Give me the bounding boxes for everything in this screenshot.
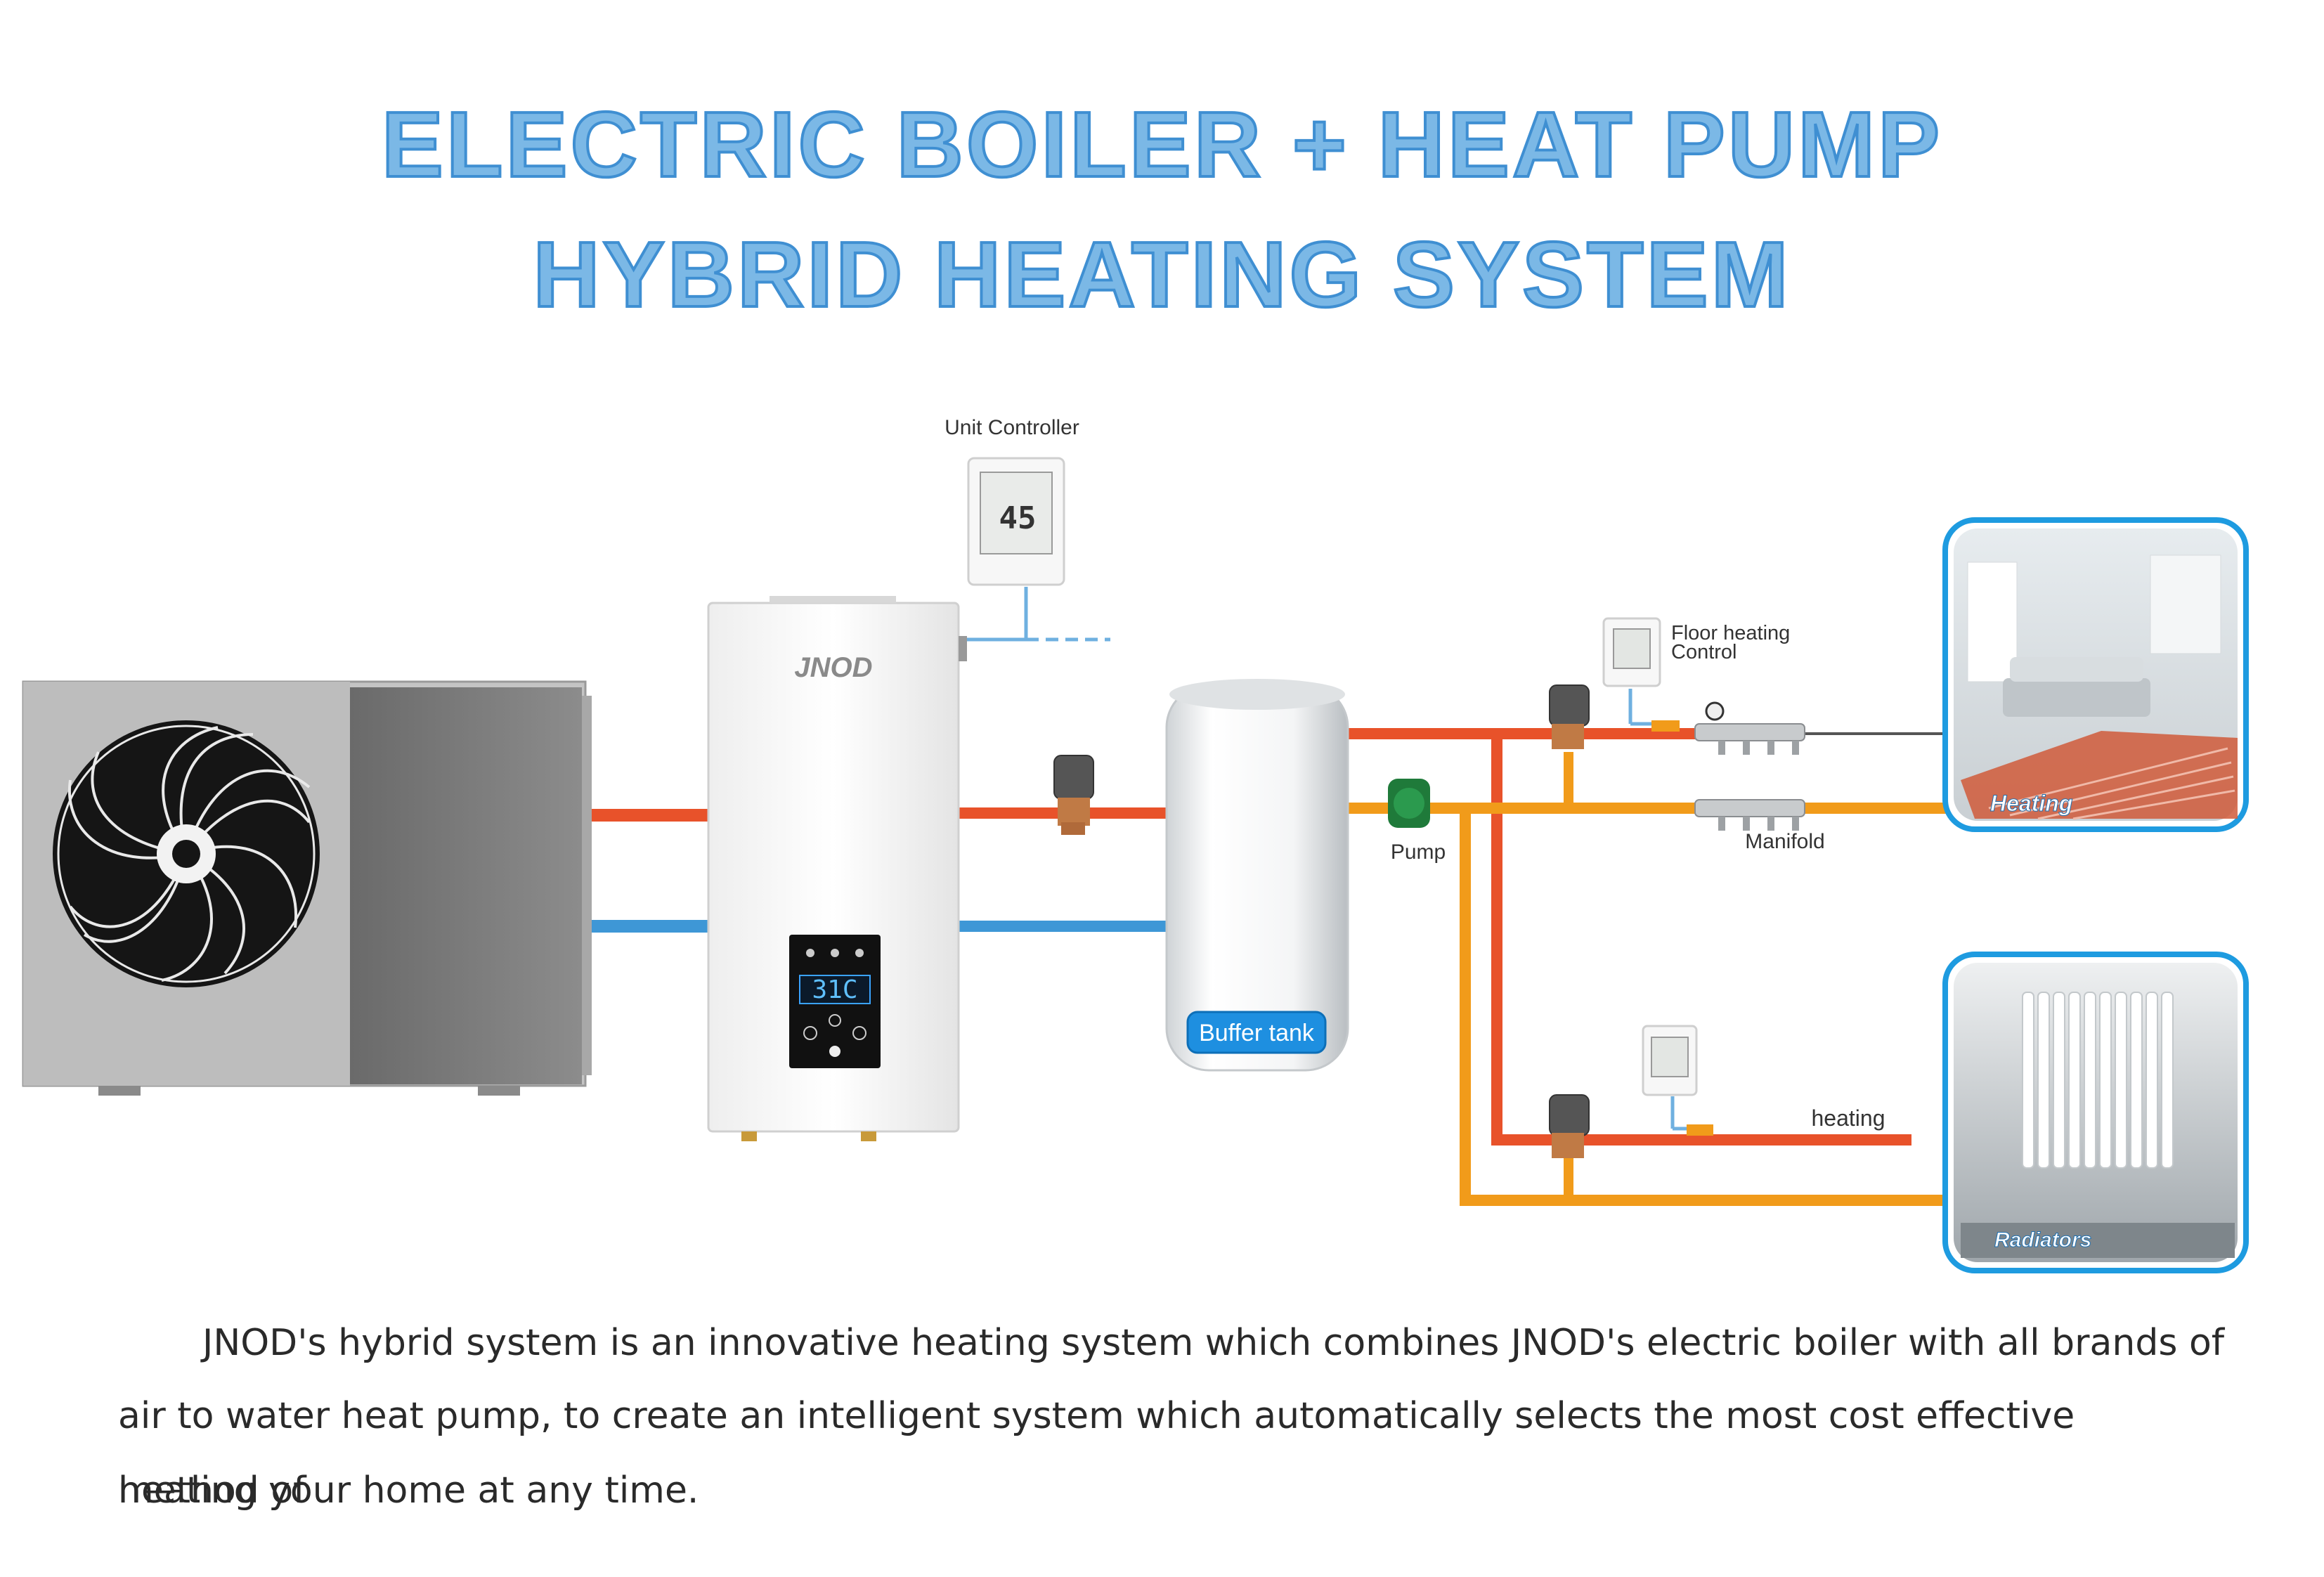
fan-icon — [53, 720, 320, 987]
unit-controller: Unit Controller 45 — [944, 416, 1079, 586]
boiler-control-panel: 31C — [789, 935, 881, 1068]
boiler-brand-logo: JNOD — [794, 652, 872, 683]
page-title-line2: HYBRID HEATING SYSTEM — [531, 221, 1791, 327]
motorized-valve-2 — [1549, 684, 1590, 749]
circulation-pump: Pump — [1388, 779, 1446, 864]
unit-controller-label: Unit Controller — [944, 416, 1079, 439]
description-line-2: air to water heat pump, to create an int… — [118, 1395, 2075, 1512]
heating-line-label: heating — [1812, 1105, 1885, 1131]
manifold-label: Manifold — [1745, 830, 1824, 853]
power-icon — [829, 1046, 840, 1057]
page-title-line1: ELECTRIC BOILER + HEAT PUMP — [380, 91, 1943, 197]
controller-display: 45 — [999, 500, 1037, 536]
buffer-tank-badge — [1186, 1011, 1327, 1054]
heating-panel-label: Heating — [1990, 791, 2072, 816]
floor-control-label-1: Floor heating — [1671, 622, 1790, 644]
plus-icon — [803, 1026, 817, 1040]
electric-boiler: JNOD 31C — [707, 596, 967, 1141]
boiler-temp-display: 31C — [812, 975, 857, 1004]
floor-control-label-2: Control — [1671, 641, 1737, 663]
description-line-1: JNOD's hybrid system is an innovative he… — [202, 1322, 2225, 1364]
pump-label: Pump — [1391, 841, 1446, 864]
radiators-panel: Radiators — [1942, 952, 2249, 1273]
radiators-panel-label: Radiators — [1994, 1228, 2091, 1252]
radiator-icon — [2022, 992, 2174, 1169]
pipes — [582, 587, 1961, 1206]
heat-pump-unit — [22, 680, 592, 1096]
radiator-thermostat: heating — [1642, 1025, 1885, 1131]
buffer-tank-label: Buffer tank — [1199, 1020, 1315, 1046]
manifold: Manifold — [1694, 701, 1825, 853]
buffer-tank: Buffer tank — [1165, 679, 1349, 1072]
motorized-valve-3 — [1549, 1094, 1590, 1158]
heating-room-panel: Heating — [1942, 517, 2249, 832]
minus-icon — [852, 1026, 866, 1040]
description-line-3: heating your home at any time. — [118, 1469, 699, 1512]
floor-heating-control: Floor heating Control — [1602, 617, 1790, 687]
motorized-valve-1 — [1053, 755, 1094, 835]
